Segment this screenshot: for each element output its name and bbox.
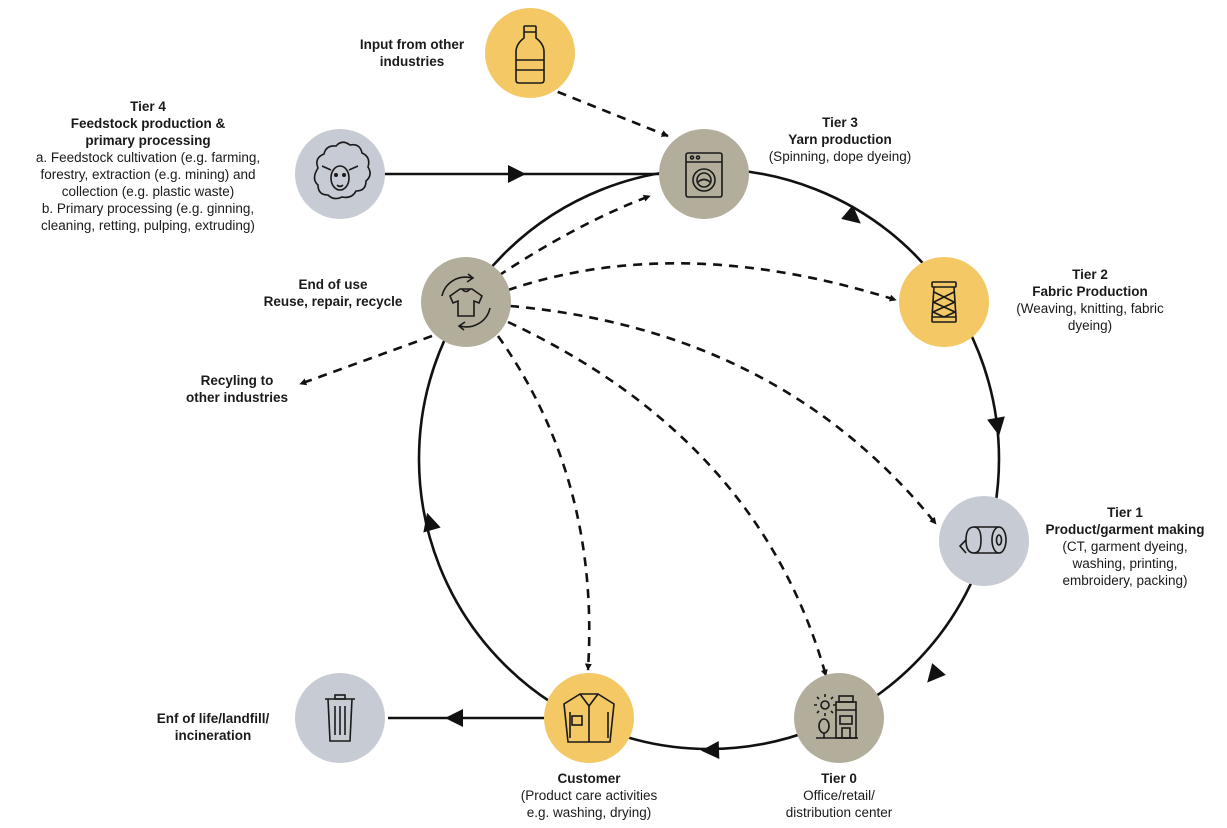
tier2-title: Tier 2 [1072, 267, 1108, 282]
trash-icon [325, 694, 355, 742]
cycle-arrowheads [423, 205, 1005, 759]
tier2-desc-2: dyeing) [1067, 318, 1113, 333]
fabric-roll-icon [958, 526, 1007, 554]
tier4-desc-5: cleaning, retting, pulping, extruding) [41, 218, 255, 233]
label-customer: Customer (Product care activities e.g. w… [494, 770, 684, 821]
customer-to-landfill-arrowhead [445, 709, 463, 727]
washing-machine-icon [685, 152, 723, 198]
tier1-subtitle: Product/garment making [1045, 522, 1205, 537]
eou-to-customer-dashed [496, 335, 592, 671]
sheep-icon [313, 141, 371, 200]
label-tier0: Tier 0 Office/retail/ distribution cente… [764, 770, 914, 821]
node-tier0 [794, 673, 884, 763]
node-customer [544, 673, 634, 763]
input-other-title: Input from other industries [359, 37, 465, 69]
tier4-desc-2: forestry, extraction (e.g. mining) and [40, 167, 256, 182]
tier3-desc: (Spinning, dope dyeing) [768, 149, 912, 164]
tier4-subtitle-2: primary processing [85, 133, 211, 148]
eou-to-tier1-dashed [509, 304, 938, 525]
label-tier4: Tier 4 Feedstock production & primary pr… [2, 98, 294, 234]
label-end-of-use: End of use Reuse, repair, recycle [246, 276, 420, 310]
label-tier1: Tier 1 Product/garment making (CT, garme… [1024, 504, 1226, 589]
recycle-shirt-icon [441, 273, 491, 331]
tier2-subtitle: Fabric Production [1032, 284, 1148, 299]
label-input-other: Input from other industries [352, 36, 472, 70]
node-landfill [295, 673, 385, 763]
tier4-subtitle: Feedstock production & [70, 116, 226, 131]
node-input-other [485, 8, 575, 98]
tier4-desc-1: a. Feedstock cultivation (e.g. farming, [35, 150, 261, 165]
label-tier2: Tier 2 Fabric Production (Weaving, knitt… [990, 266, 1190, 334]
tier1-desc-3: embroidery, packing) [1062, 573, 1188, 588]
node-tier2 [899, 257, 989, 347]
storefront-icon [814, 694, 858, 739]
label-tier3: Tier 3 Yarn production (Spinning, dope d… [740, 114, 940, 165]
tier0-desc-2: distribution center [785, 805, 893, 820]
end-of-use-title: End of use [298, 277, 368, 292]
tier1-title: Tier 1 [1107, 505, 1143, 520]
node-tier3 [659, 129, 749, 219]
eou-to-tier2-dashed [507, 262, 897, 302]
tier3-subtitle: Yarn production [788, 132, 892, 147]
recycling-line-2: other industries [185, 390, 288, 405]
node-end-of-use [421, 257, 511, 347]
cycle-arrowhead [927, 663, 946, 683]
tier4-title: Tier 4 [130, 99, 166, 114]
cycle-arrowhead [423, 512, 441, 533]
customer-desc-2: e.g. washing, drying) [526, 805, 652, 820]
bottle-icon [515, 25, 545, 84]
customer-desc-1: (Product care activities [520, 788, 658, 803]
landfill-line-1: Enf of life/landfill/ [156, 711, 270, 726]
dashed-flows [299, 78, 938, 677]
lifecycle-loop [417, 167, 1001, 751]
tier1-desc-2: washing, printing, [1072, 556, 1178, 571]
node-tier1 [939, 496, 1029, 586]
landfill-line-2: incineration [174, 728, 252, 743]
cycle-arrowhead [841, 205, 861, 224]
eou-to-tier0-dashed [507, 320, 828, 677]
label-landfill: Enf of life/landfill/ incineration [140, 710, 286, 744]
shirt-icon [563, 693, 615, 743]
tier0-desc-1: Office/retail/ [803, 788, 875, 803]
cycle-arrowhead [701, 741, 720, 759]
customer-title: Customer [557, 771, 621, 786]
tier4-desc-3: collection (e.g. plastic waste) [61, 184, 235, 199]
tier3-title: Tier 3 [822, 115, 858, 130]
recycling-line-1: Recyling to [200, 373, 274, 388]
tier4-to-tier3-arrowhead [508, 165, 526, 183]
tier4-desc-4: b. Primary processing (e.g. ginning, [41, 201, 255, 216]
tier2-desc-1: (Weaving, knitting, fabric [1016, 301, 1164, 316]
tier0-title: Tier 0 [821, 771, 857, 786]
cycle-arrowhead [987, 416, 1005, 436]
eou-to-recycling-dashed [299, 334, 433, 386]
eou-to-tier3-dashed [497, 194, 651, 278]
yarn-spool-icon [931, 281, 957, 323]
tier1-desc-1: (CT, garment dyeing, [1062, 539, 1188, 554]
end-of-use-subtitle: Reuse, repair, recycle [263, 294, 403, 309]
node-tier4 [295, 129, 385, 219]
label-recycling: Recyling to other industries [176, 372, 298, 406]
